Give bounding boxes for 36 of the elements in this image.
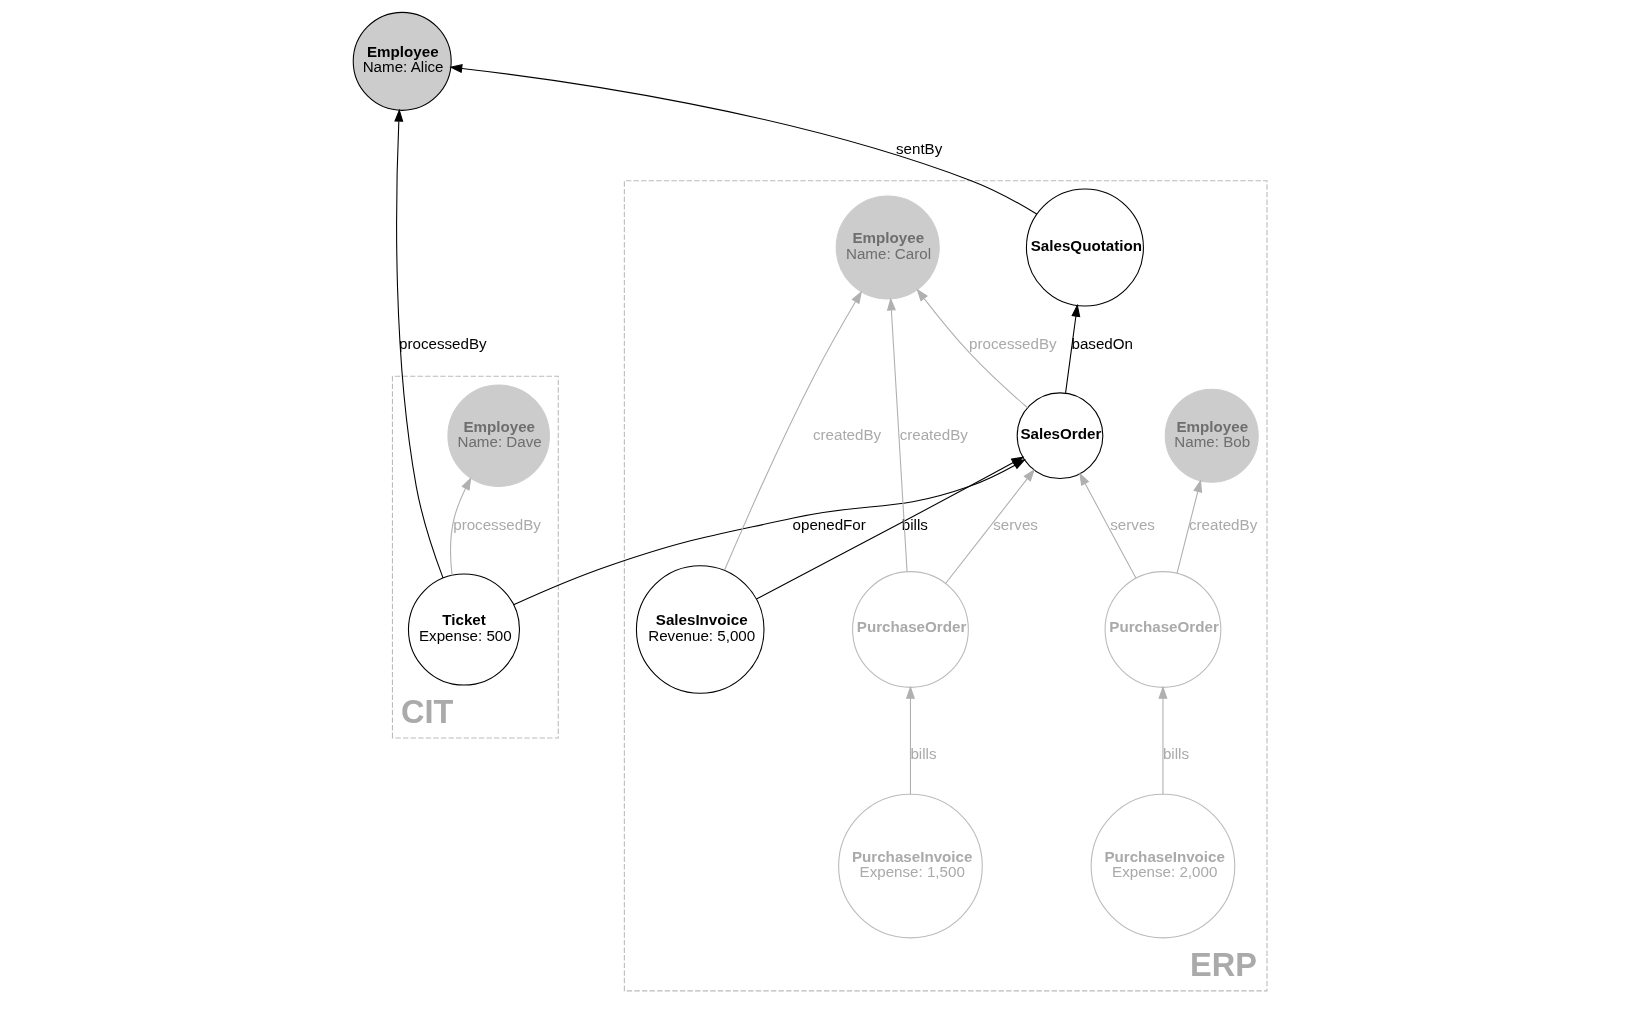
arrow bbox=[1158, 685, 1168, 795]
arrow bbox=[945, 468, 1036, 585]
node-circle: Employee Name: Bob bbox=[1164, 388, 1259, 483]
arrow bbox=[450, 477, 472, 576]
node-circle: Ticket Expense: 500 bbox=[407, 573, 521, 686]
node-circle: SalesInvoice Revenue: 5,000 bbox=[635, 565, 765, 694]
edge-label: processedBy bbox=[969, 335, 1057, 353]
node-circle: Employee Name: Dave bbox=[447, 384, 550, 487]
edge-label: serves bbox=[993, 516, 1038, 534]
edge-label: createdBy bbox=[1188, 516, 1258, 534]
edge-label: processedBy bbox=[453, 516, 541, 534]
edge-label: bills bbox=[901, 516, 928, 534]
node-circle: PurchaseOrder bbox=[1104, 571, 1222, 688]
edge-label: openedFor bbox=[792, 516, 866, 534]
arrow bbox=[905, 685, 915, 795]
node-circle: PurchaseOrder bbox=[852, 571, 969, 688]
edge-label: basedOn bbox=[1071, 335, 1134, 353]
node-circle: PurchaseInvoice Expense: 2,000 bbox=[1090, 793, 1236, 939]
arrow bbox=[1079, 472, 1137, 579]
arrow bbox=[394, 108, 444, 579]
edge-label: bills bbox=[1162, 744, 1190, 762]
edge-label: processedBy bbox=[399, 335, 487, 353]
arrow bbox=[916, 288, 1029, 409]
node-circle: PurchaseInvoice Expense: 1,500 bbox=[838, 793, 983, 939]
edge-label: createdBy bbox=[899, 425, 968, 443]
edge-label: sentBy bbox=[895, 139, 943, 157]
node-circle: Employee Name: Alice bbox=[352, 11, 452, 111]
edge-label: serves bbox=[1110, 516, 1155, 534]
arrow bbox=[449, 64, 1038, 215]
arrow bbox=[1176, 479, 1203, 575]
node-circle: SalesQuotation bbox=[1025, 188, 1144, 307]
arrow bbox=[1065, 303, 1081, 394]
edge-label: bills bbox=[910, 744, 937, 762]
arrow bbox=[724, 290, 863, 571]
arrow bbox=[886, 297, 908, 573]
edge-label: createdBy bbox=[812, 425, 882, 443]
